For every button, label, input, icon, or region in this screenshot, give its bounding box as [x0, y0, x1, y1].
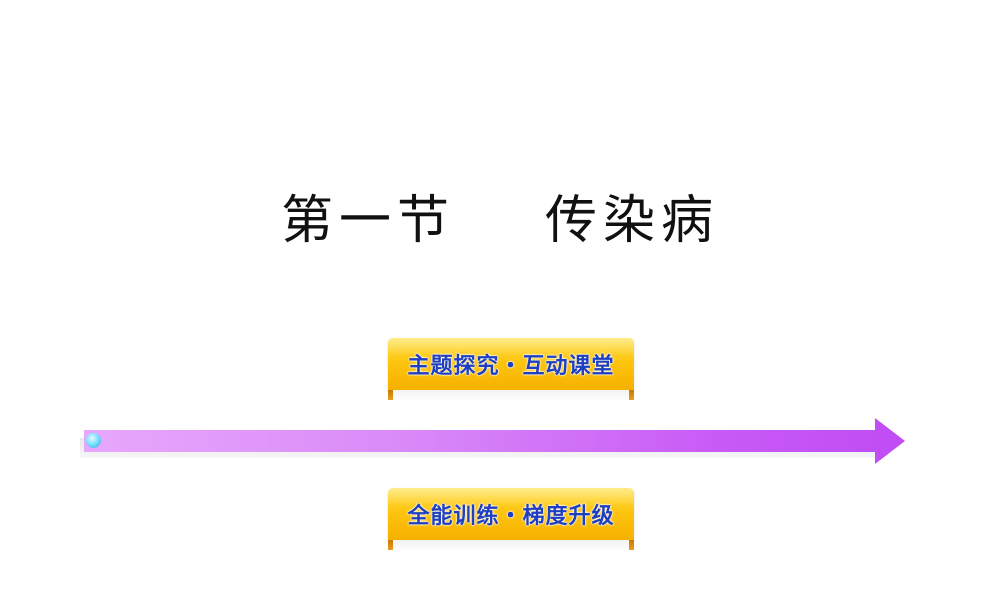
- training-upgrade-button[interactable]: 全能训练・梯度升级: [388, 488, 634, 540]
- banner-fold-left: [388, 390, 393, 400]
- training-upgrade-label: 全能训练・梯度升级: [407, 504, 615, 529]
- banner-fold-left: [388, 540, 393, 550]
- inquiry-classroom-button[interactable]: 主题探究・互动课堂: [388, 338, 634, 390]
- slide-title: 第一节 传染病: [280, 191, 720, 251]
- inquiry-classroom-label: 主题探究・互动课堂: [407, 354, 615, 379]
- timeline-bead-icon: [86, 433, 101, 448]
- banner-fold-right: [629, 540, 634, 550]
- banner-fold-right: [629, 390, 634, 400]
- banner-shelf: [388, 540, 634, 552]
- banner-shelf: [388, 390, 634, 402]
- timeline-arrow: [84, 430, 880, 452]
- arrow-right-icon: [875, 418, 905, 464]
